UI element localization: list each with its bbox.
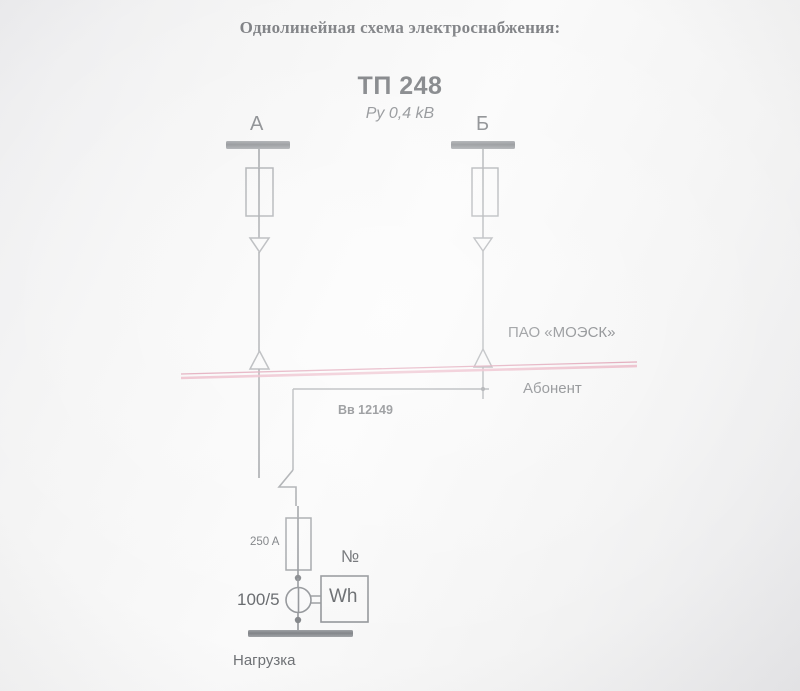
meter-number-label: № [341,547,360,566]
utility-label: ПАО «МОЭСК» [508,324,616,341]
red-boundary-line-icon [180,361,638,380]
feeder-a-group [226,141,290,478]
disconnector-up-triangle-icon [248,349,271,370]
load-label: Нагрузка [233,652,296,669]
feeder-a-label: А [250,113,264,135]
busbar-b-icon [451,141,515,149]
feeder-b-group [451,141,515,399]
ct-ratio-label: 100/5 [237,590,280,609]
feeder-b-label: Б [476,113,490,135]
subscriber-label: Абонент [523,380,582,397]
disconnector-down-triangle-icon [472,237,494,253]
fuse-rating-label: 250 A [250,536,280,548]
disconnector-down-triangle-icon [248,237,271,254]
substation-name: ТП 248 [357,72,443,100]
ct-terminal-dot [294,616,302,624]
tie-junction-dot [480,386,486,392]
fuse-rectangle-icon [471,167,499,217]
input-line-label: Вв 12149 [338,403,393,417]
substation-rating: Ру 0,4 kB [365,105,435,122]
load-busbar-icon [248,630,353,637]
subscriber-tie-group [292,386,489,470]
main-fuse-group [285,506,312,582]
page-title: Однолинейная схема электроснабжения: [239,18,561,37]
zigzag-switch-icon [277,469,297,506]
meter-type-label: Wh [329,586,358,607]
disconnector-up-triangle-icon [472,347,494,368]
busbar-a-icon [226,141,290,149]
